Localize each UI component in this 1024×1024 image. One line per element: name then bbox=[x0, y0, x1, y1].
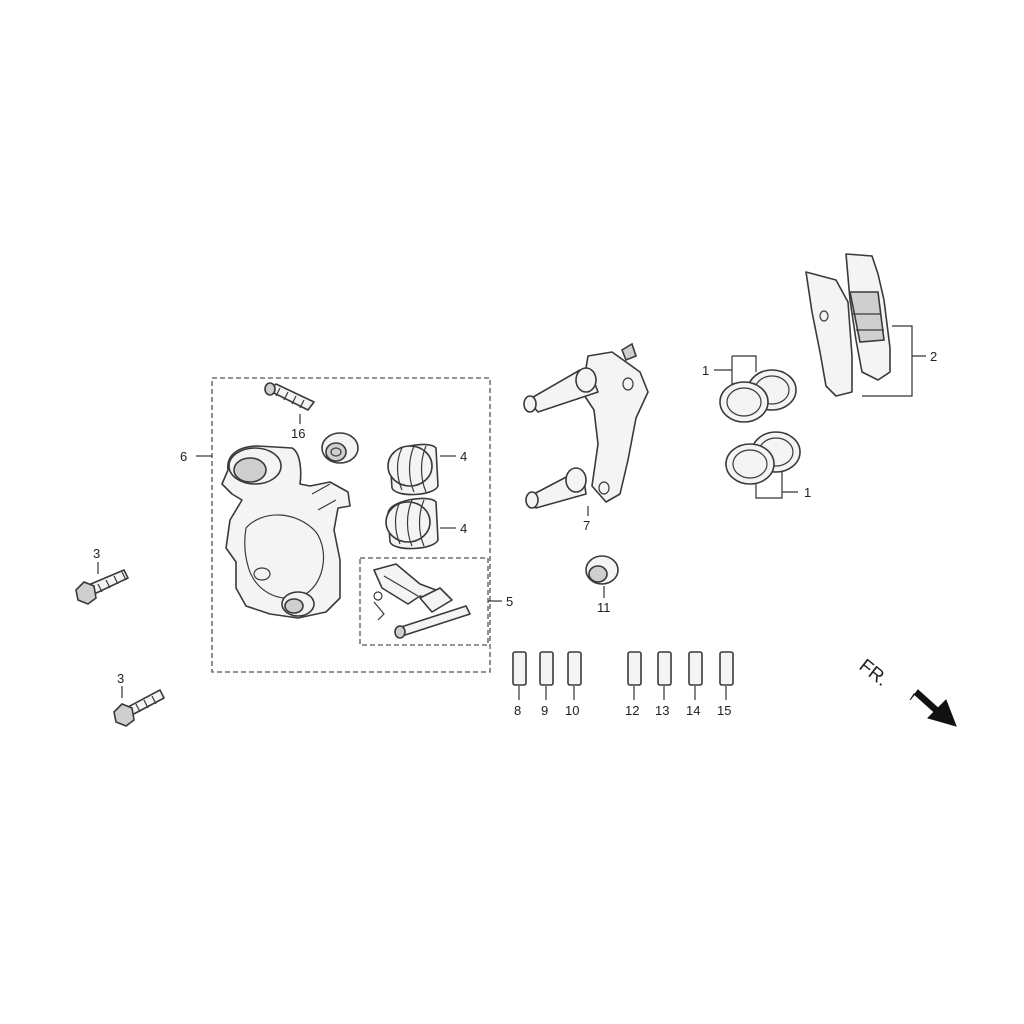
bleeder-screw bbox=[264, 382, 315, 411]
callout-8: 8 bbox=[514, 703, 521, 718]
piston-bottom bbox=[385, 497, 439, 550]
callout-1-bottom: 1 bbox=[804, 485, 811, 500]
sleeve-13 bbox=[657, 651, 672, 686]
dust-boot bbox=[585, 555, 619, 585]
callout-9: 9 bbox=[541, 703, 548, 718]
sleeve-8 bbox=[512, 651, 527, 686]
callout-12: 12 bbox=[625, 703, 639, 718]
callout-4-top: 4 bbox=[460, 449, 467, 464]
arrow-down-right-icon bbox=[909, 689, 957, 727]
callout-14: 14 bbox=[686, 703, 700, 718]
callout-16: 16 bbox=[291, 426, 305, 441]
seal-set-top bbox=[719, 369, 797, 423]
callout-1-top: 1 bbox=[702, 363, 709, 378]
pad-spring-kit bbox=[373, 563, 471, 639]
callout-6: 6 bbox=[180, 449, 187, 464]
callout-4-bottom: 4 bbox=[460, 521, 467, 536]
sleeve-10 bbox=[567, 651, 582, 686]
callout-11: 11 bbox=[597, 600, 611, 615]
bolt-bottom bbox=[113, 689, 165, 727]
bleeder-cap bbox=[321, 432, 359, 464]
direction-label: FR. bbox=[855, 655, 892, 690]
pad-kit-boundary bbox=[359, 557, 489, 646]
callout-13: 13 bbox=[655, 703, 669, 718]
callout-15: 15 bbox=[717, 703, 731, 718]
sleeve-14 bbox=[688, 651, 703, 686]
caliper-bracket bbox=[523, 342, 649, 509]
brake-pads bbox=[805, 253, 891, 397]
sleeve-9 bbox=[539, 651, 554, 686]
seal-set-bottom bbox=[725, 431, 801, 485]
bolt-top bbox=[75, 569, 129, 605]
callout-7: 7 bbox=[583, 518, 590, 533]
caliper-body bbox=[221, 445, 351, 619]
piston-top bbox=[387, 443, 439, 496]
callout-3-top: 3 bbox=[93, 546, 100, 561]
callout-2: 2 bbox=[930, 349, 937, 364]
callout-5: 5 bbox=[506, 594, 513, 609]
callout-10: 10 bbox=[565, 703, 579, 718]
sleeve-12 bbox=[627, 651, 642, 686]
caliper-assembly-boundary bbox=[211, 377, 491, 673]
sleeve-15 bbox=[719, 651, 734, 686]
callout-3-bottom: 3 bbox=[117, 671, 124, 686]
